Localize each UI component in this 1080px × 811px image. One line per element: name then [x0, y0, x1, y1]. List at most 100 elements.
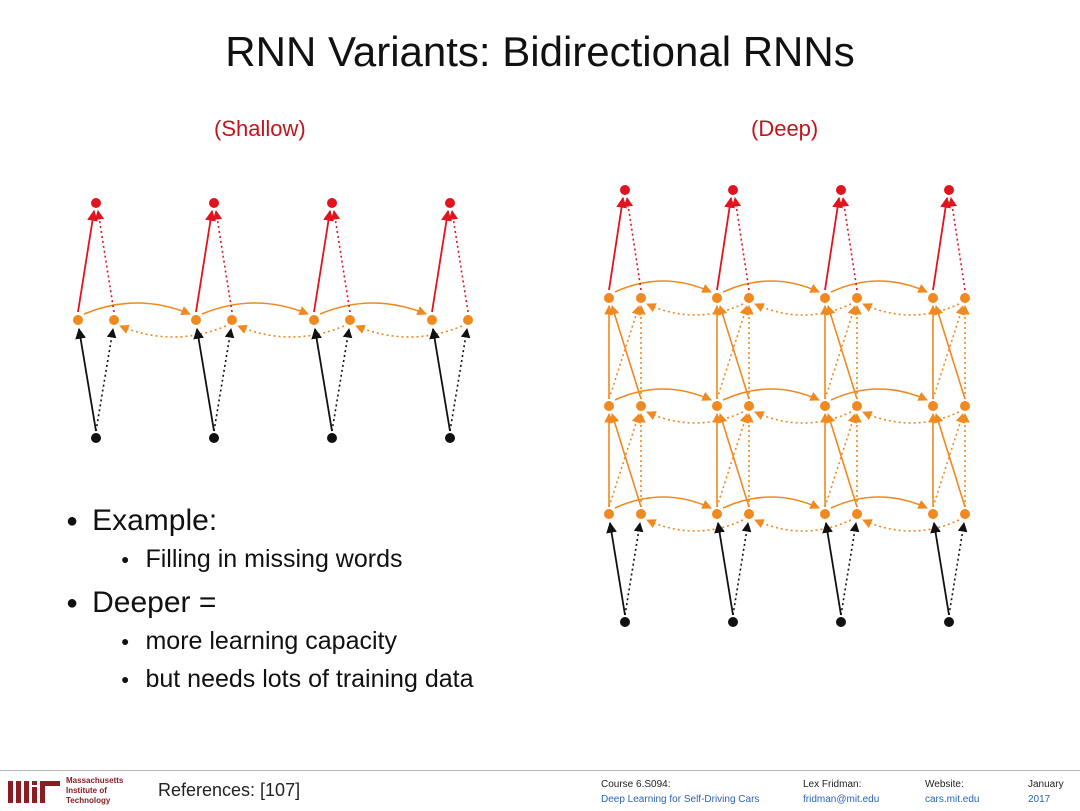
output-edge — [77, 209, 98, 313]
hidden-forward-node — [604, 401, 614, 411]
bullet-deeper-sub1: ●more learning capacity — [121, 627, 397, 655]
backward-recurrent-edge — [862, 303, 960, 316]
forward-recurrent-edge — [830, 280, 928, 293]
input-node — [91, 433, 101, 443]
hidden-backward-node — [852, 401, 862, 411]
output-node — [327, 198, 337, 208]
input-edge — [930, 521, 950, 616]
input-edge — [75, 327, 97, 432]
input-node — [327, 433, 337, 443]
output-node — [91, 198, 101, 208]
backward-recurrent-edge — [754, 411, 852, 424]
hidden-backward-node — [744, 293, 754, 303]
forward-recurrent-edge — [319, 302, 427, 316]
hidden-backward-node — [744, 401, 754, 411]
output-edge — [608, 196, 627, 291]
backward-recurrent-edge — [646, 519, 744, 532]
hidden-backward-node — [744, 509, 754, 519]
hidden-backward-node — [345, 315, 355, 325]
input-edge — [193, 327, 215, 432]
backward-recurrent-edge — [646, 303, 744, 316]
layer-edge — [932, 413, 965, 508]
input-node — [620, 617, 630, 627]
hidden-backward-node — [227, 315, 237, 325]
layer-edge — [608, 305, 641, 400]
input-edge — [95, 328, 117, 432]
hidden-backward-node — [109, 315, 119, 325]
forward-recurrent-edge — [614, 280, 712, 293]
backward-recurrent-edge — [119, 324, 227, 338]
layer-edge — [825, 413, 858, 508]
input-node — [728, 617, 738, 627]
hidden-forward-node — [427, 315, 437, 325]
layer-edge — [716, 305, 749, 400]
input-edge — [429, 327, 451, 432]
output-edge — [431, 209, 452, 313]
input-edge — [449, 328, 471, 432]
hidden-forward-node — [928, 401, 938, 411]
backward-recurrent-edge — [754, 519, 852, 532]
forward-recurrent-edge — [722, 280, 820, 293]
backward-recurrent-edge — [754, 303, 852, 316]
slide-title: RNN Variants: Bidirectional RNNs — [225, 28, 855, 75]
input-edge — [732, 522, 752, 616]
output-edge — [932, 196, 951, 291]
output-edge — [212, 210, 233, 313]
input-node — [445, 433, 455, 443]
backward-recurrent-edge — [646, 411, 744, 424]
layer-edge — [824, 305, 857, 400]
input-edge — [624, 522, 644, 616]
input-edge — [840, 522, 860, 616]
date-info: January 2017 — [1028, 779, 1064, 805]
hidden-forward-node — [820, 401, 830, 411]
hidden-forward-node — [820, 509, 830, 519]
input-edge — [822, 521, 842, 616]
hidden-forward-node — [928, 509, 938, 519]
footer: Massachusetts Institute of Technology Re… — [0, 770, 1080, 811]
forward-recurrent-edge — [722, 388, 820, 401]
backward-recurrent-edge — [237, 324, 345, 338]
output-edge — [94, 210, 115, 313]
input-edge — [311, 327, 333, 432]
hidden-backward-node — [960, 293, 970, 303]
input-edge — [606, 521, 626, 616]
output-node — [445, 198, 455, 208]
layer-edge — [932, 305, 965, 400]
hidden-forward-node — [712, 293, 722, 303]
hidden-backward-node — [960, 401, 970, 411]
layer-edge — [717, 305, 750, 400]
references: References: [107] — [158, 780, 301, 800]
output-edge — [448, 210, 469, 313]
hidden-backward-node — [636, 293, 646, 303]
layer-edge — [933, 305, 966, 400]
layer-edge — [824, 413, 857, 508]
hidden-backward-node — [852, 293, 862, 303]
output-edge — [947, 197, 966, 291]
output-edge — [330, 210, 351, 313]
forward-recurrent-edge — [722, 496, 820, 509]
bullet-list: ●Example: ●Filling in missing words ●Dee… — [66, 502, 473, 698]
bullet-deeper-sub2: ●but needs lots of training data — [121, 665, 474, 693]
hidden-forward-node — [712, 509, 722, 519]
output-edge — [731, 197, 750, 291]
hidden-backward-node — [636, 509, 646, 519]
layer-edge — [716, 413, 749, 508]
hidden-forward-node — [309, 315, 319, 325]
output-edge — [839, 197, 858, 291]
output-edge — [623, 197, 642, 291]
author-info: Lex Fridman: fridman@mit.edu — [803, 779, 880, 805]
hidden-backward-node — [960, 509, 970, 519]
input-edge — [948, 522, 968, 616]
output-node — [836, 185, 846, 195]
hidden-backward-node — [852, 509, 862, 519]
institute-name: Massachusetts Institute of Technology — [66, 776, 124, 805]
hidden-forward-node — [604, 293, 614, 303]
shallow-label: (Shallow) — [214, 116, 306, 141]
layer-edge — [609, 305, 642, 400]
forward-recurrent-edge — [830, 496, 928, 509]
website-info: Website: cars.mit.edu — [925, 779, 980, 805]
input-node — [209, 433, 219, 443]
mit-logo — [8, 781, 60, 803]
forward-recurrent-edge — [614, 388, 712, 401]
